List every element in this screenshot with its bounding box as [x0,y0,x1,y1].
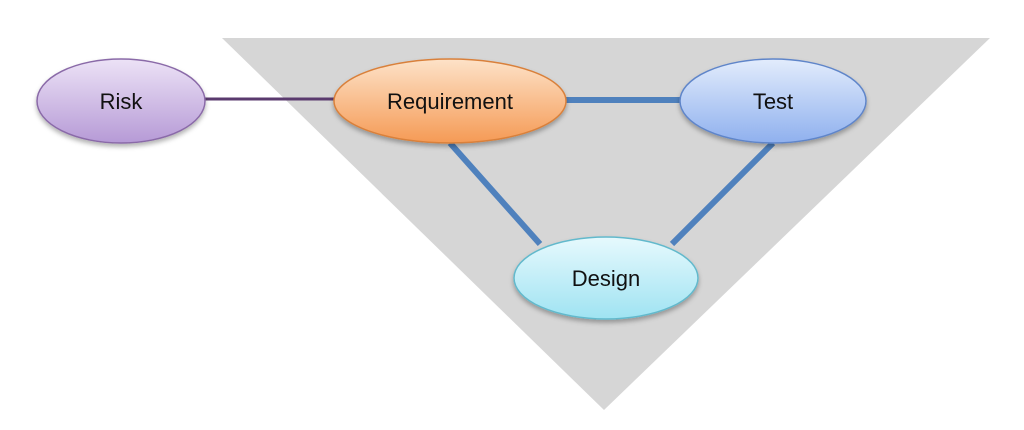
link-requirement-design [447,141,543,246]
node-design[interactable]: Design [513,236,699,320]
node-design-label: Design [572,266,640,291]
node-risk-label: Risk [100,89,144,114]
node-risk[interactable]: Risk [36,58,206,144]
node-requirement-label: Requirement [387,89,513,114]
node-requirement[interactable]: Requirement [333,58,567,144]
node-test-label: Test [753,89,793,114]
link-test-design [669,140,776,247]
node-test[interactable]: Test [679,58,867,144]
